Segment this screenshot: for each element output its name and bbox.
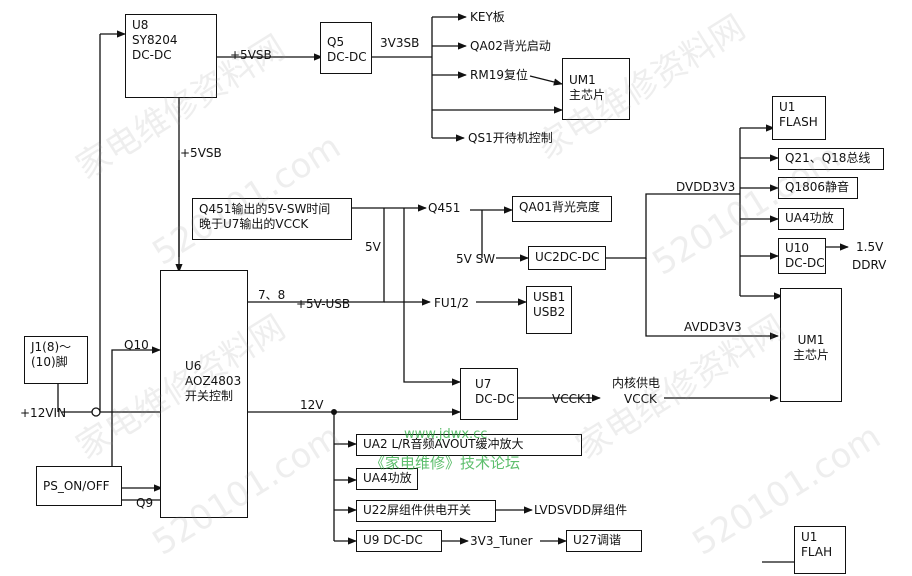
ua2-line-1: UA2 L/R音频AVOUT缓冲放大 — [363, 437, 524, 451]
u6-line-3: 开关控制 — [185, 389, 234, 403]
q1806-line-1: Q1806静音 — [785, 180, 849, 194]
j1-connector-block: J1(8)～ (10)脚 — [24, 336, 88, 384]
u7-line-2: DC-DC — [475, 392, 515, 406]
ua2-audio-buffer-block: UA2 L/R音频AVOUT缓冲放大 — [356, 434, 582, 456]
uc2-line-1: UC2DC-DC — [535, 250, 600, 264]
u27-tuner-block: U27调谐 — [566, 530, 642, 552]
u10-line-1: U10 — [785, 241, 810, 255]
label-qs1: QS1开待机控制 — [468, 131, 553, 145]
u10-line-2: DC-DC — [785, 256, 825, 270]
q5-line-1: Q5 — [327, 35, 345, 49]
label-ddrv: DDRV — [852, 258, 887, 272]
ps-on-off-block: PS_ON/OFF — [36, 466, 122, 506]
um1-top-chip-block: UM1 主芯片 — [562, 58, 630, 120]
u7-dc-dc-block: U7 DC-DC — [460, 368, 518, 420]
q5-dc-dc-block: Q5 DC-DC — [320, 22, 372, 74]
u7-line-1: U7 — [475, 377, 492, 391]
label-avdd3v3: AVDD3V3 — [684, 320, 742, 334]
j1-line-2: (10)脚 — [31, 355, 68, 369]
u6-switch-block: U6 AOZ4803 开关控制 — [160, 270, 248, 518]
qa01-line-1: QA01背光亮度 — [519, 200, 600, 214]
q5-line-2: DC-DC — [327, 50, 367, 64]
usb-line-2: USB2 — [533, 305, 566, 319]
qa01-backlight-block: QA01背光亮度 — [512, 196, 612, 222]
usb-block: USB1 USB2 — [526, 286, 572, 334]
u22-line-1: U22屏组件供电开关 — [363, 503, 472, 517]
watermark-jdwx: www.jdwx.cc — [404, 427, 488, 442]
label-q451: Q451 — [428, 201, 461, 215]
label-3v3-tuner: 3V3_Tuner — [470, 534, 533, 548]
note-line-1: Q451输出的5V-SW时间 — [199, 202, 331, 216]
label-5v: 5V — [365, 240, 381, 254]
q21-bus-block: Q21、Q18总线 — [778, 148, 884, 170]
label-pin-7-8: 7、8 — [258, 288, 286, 302]
ps-line-1: PS_ON/OFF — [43, 479, 110, 493]
label-core-power: 内核供电 — [612, 376, 661, 390]
um1-main-chip-block: UM1 主芯片 — [780, 288, 842, 402]
u1-flash-line-2: FLASH — [779, 115, 818, 129]
label-5v-usb: +5V-USB — [296, 297, 351, 311]
label-5vsb-down: +5VSB — [180, 146, 222, 160]
u9-dc-dc-block: U9 DC-DC — [356, 530, 442, 552]
q21-line-1: Q21、Q18总线 — [785, 151, 871, 165]
u1-flah-line-1: U1 — [801, 530, 818, 544]
u1-flash-block: U1 FLASH — [772, 96, 826, 140]
label-5vsb-u8: +5VSB — [230, 48, 272, 62]
ua4-bottom-line-1: UA4功放 — [363, 471, 412, 485]
j1-line-1: J1(8)～ — [31, 340, 72, 354]
um1-main-line-1: UM1 — [797, 333, 825, 347]
ua4-amp-bottom-block: UA4功放 — [356, 468, 418, 490]
label-fu12: FU1/2 — [434, 296, 469, 310]
u1-flash-line-1: U1 — [779, 100, 796, 114]
ua4-right-line-1: UA4功放 — [785, 211, 834, 225]
label-key-board: KEY板 — [470, 10, 505, 24]
label-5v-sw: 5V SW — [456, 252, 496, 266]
label-3v3sb: 3V3SB — [380, 36, 420, 50]
u6-line-1: U6 — [185, 359, 202, 373]
label-qa02: QA02背光启动 — [470, 39, 551, 53]
ua4-amp-right-block: UA4功放 — [778, 208, 844, 230]
u8-dc-dc-block: U8 SY8204 DC-DC — [125, 14, 217, 98]
um1-top-line-1: UM1 — [569, 73, 596, 87]
u9-line-1: U9 DC-DC — [363, 533, 423, 547]
watermark-forum: 《家电维修》技术论坛 — [370, 454, 521, 472]
label-vcck1: VCCK1 — [552, 392, 593, 406]
note-line-2: 晚于U7输出的VCCK — [199, 217, 309, 231]
u27-line-1: U27调谐 — [573, 533, 622, 547]
u8-line-1: U8 — [132, 18, 149, 32]
u8-line-2: SY8204 — [132, 33, 178, 47]
u1-flah-line-2: FLAH — [801, 545, 833, 559]
label-lvdsvdd: LVDSVDD屏组件 — [534, 503, 628, 517]
label-12vin: +12VIN — [20, 406, 67, 420]
u6-line-2: AOZ4803 — [185, 374, 242, 388]
usb-line-1: USB1 — [533, 290, 566, 304]
u6-text: U6 AOZ4803 开关控制 — [185, 359, 241, 404]
q1806-mute-block: Q1806静音 — [778, 177, 858, 199]
label-1-5v: 1.5V — [856, 240, 884, 254]
u22-panel-power-block: U22屏组件供电开关 — [356, 500, 496, 522]
u1-flah-block: U1 FLAH — [794, 526, 846, 574]
label-q10: Q10 — [124, 338, 149, 352]
timing-note-block: Q451输出的5V-SW时间 晚于U7输出的VCCK — [192, 198, 352, 240]
label-vcck: VCCK — [624, 392, 657, 406]
u8-line-3: DC-DC — [132, 48, 172, 62]
u10-dc-dc-block: U10 DC-DC — [778, 238, 826, 274]
label-dvdd3v3: DVDD3V3 — [676, 180, 736, 194]
label-rm19: RM19复位 — [470, 68, 528, 82]
um1-main-line-2: 主芯片 — [792, 348, 829, 362]
uc2-dc-dc-block: UC2DC-DC — [528, 246, 606, 270]
label-12v: 12V — [300, 398, 324, 412]
um1-top-line-2: 主芯片 — [569, 88, 606, 102]
label-q9: Q9 — [136, 496, 154, 510]
